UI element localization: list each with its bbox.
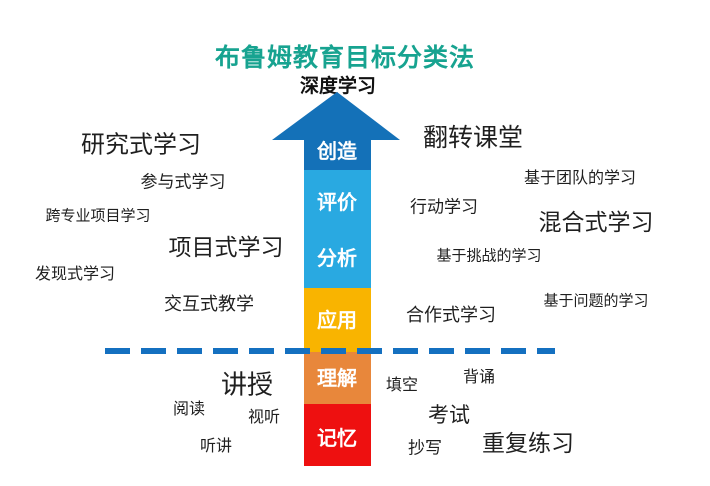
- label-action-learning: 行动学习: [410, 197, 478, 217]
- label-problem-based-learning: 基于问题的学习: [543, 292, 649, 310]
- deep-learning-label: 深度学习: [299, 76, 377, 97]
- label-challenge-based-learning: 基于挑战的学习: [436, 247, 542, 265]
- label-exam: 考试: [428, 404, 470, 427]
- page-title: 布鲁姆教育目标分类法: [214, 44, 476, 72]
- label-recitation: 背诵: [462, 369, 496, 386]
- label-lecturing: 讲授: [220, 369, 274, 400]
- level-create-shape: [272, 92, 400, 170]
- taxonomy-arrow: 创造 评价 分析 应用 理解 记忆: [272, 92, 400, 466]
- level-evaluate-analyze-shape: [304, 170, 371, 288]
- deep-surface-divider-line: [105, 348, 555, 354]
- level-analyze-label: 分析: [317, 247, 357, 270]
- label-team-based-learning: 基于团队的学习: [523, 170, 637, 187]
- label-audio-visual: 视听: [247, 409, 281, 426]
- label-fill-in-blank: 填空: [385, 377, 419, 394]
- label-interdisciplinary-project-learning: 跨专业项目学习: [45, 207, 151, 225]
- level-evaluate-label: 评价: [317, 191, 358, 214]
- level-remember-label: 记忆: [317, 427, 357, 450]
- label-reading: 阅读: [172, 401, 206, 418]
- label-project-based-learning: 项目式学习: [168, 234, 284, 260]
- label-discovery-learning: 发现式学习: [34, 266, 116, 283]
- label-repeated-practice: 重复练习: [482, 430, 574, 456]
- label-participatory-learning: 参与式学习: [140, 172, 226, 192]
- level-understand-label: 理解: [317, 366, 357, 390]
- level-apply-shape: [304, 288, 371, 352]
- level-understand-shape: [304, 352, 371, 404]
- label-blended-learning: 混合式学习: [538, 209, 654, 235]
- label-listening: 听讲: [199, 438, 233, 455]
- level-create-label: 创造: [316, 139, 358, 163]
- label-flipped-classroom: 翻转课堂: [422, 124, 524, 152]
- label-interactive-teaching: 交互式教学: [164, 294, 254, 314]
- level-remember-shape: [304, 404, 371, 466]
- label-copying: 抄写: [408, 438, 442, 458]
- level-apply-label: 应用: [317, 308, 357, 332]
- label-cooperative-learning: 合作式学习: [406, 305, 496, 325]
- label-research-learning: 研究式学习: [81, 131, 201, 159]
